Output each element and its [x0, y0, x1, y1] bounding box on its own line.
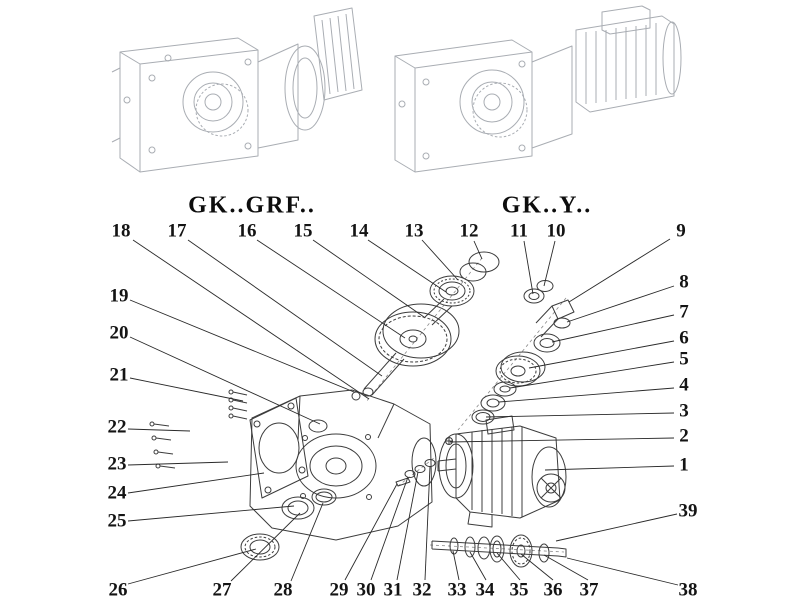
part-number-12: 12 [459, 220, 479, 242]
part-number-13: 13 [404, 220, 424, 242]
part-number-27: 27 [212, 579, 232, 600]
bolt-set-upper [228, 389, 248, 420]
leader-line-8 [566, 285, 675, 323]
part-number-30: 30 [356, 579, 376, 600]
leader-line-29 [344, 483, 398, 581]
output-shaft-assembly [431, 534, 567, 568]
axis-lines [365, 257, 567, 553]
part-number-6: 6 [679, 327, 689, 349]
leader-line-39 [555, 513, 678, 542]
bevel-pinion-set [471, 280, 575, 425]
part-number-25: 25 [107, 510, 127, 532]
leader-line-16 [256, 239, 406, 339]
input-gear-set [362, 251, 500, 397]
leader-line-32 [424, 465, 431, 581]
part-number-36: 36 [543, 579, 563, 600]
part-number-3: 3 [679, 400, 689, 422]
leader-line-28 [290, 502, 324, 582]
leader-line-27 [230, 512, 301, 582]
leader-line-15 [312, 239, 425, 318]
part-number-22: 22 [107, 416, 127, 438]
leader-line-33 [452, 550, 460, 581]
part-number-28: 28 [273, 579, 293, 600]
part-number-18: 18 [111, 220, 131, 242]
part-number-26: 26 [108, 579, 128, 600]
part-number-14: 14 [349, 220, 369, 242]
part-number-35: 35 [509, 579, 529, 600]
part-number-2: 2 [679, 425, 689, 447]
gearbox-drawing-grf [111, 7, 363, 173]
leader-line-20 [129, 336, 321, 425]
part-number-4: 4 [679, 374, 689, 396]
leader-line-4 [498, 387, 675, 403]
gearbox-drawing-y [394, 5, 682, 173]
leader-line-24 [127, 472, 265, 494]
part-number-29: 29 [329, 579, 349, 600]
leader-line-9 [568, 238, 671, 303]
part-number-33: 33 [447, 579, 467, 600]
leader-line-31 [396, 471, 419, 581]
leader-line-1 [544, 465, 675, 471]
part-number-20: 20 [109, 322, 129, 344]
leader-line-11 [523, 240, 534, 295]
motor [437, 415, 567, 528]
part-number-7: 7 [679, 301, 689, 323]
leader-line-19 [129, 299, 355, 393]
gear-housing [249, 389, 437, 541]
leader-line-17 [187, 239, 383, 377]
leader-line-35 [496, 552, 521, 581]
part-number-23: 23 [107, 453, 127, 475]
leader-line-36 [520, 553, 554, 581]
leader-lines [127, 238, 679, 586]
leader-line-6 [528, 340, 675, 369]
leader-line-12 [473, 240, 483, 260]
leader-line-25 [127, 505, 295, 522]
leader-line-14 [367, 239, 447, 293]
part-number-9: 9 [676, 220, 686, 242]
leader-line-7 [551, 314, 675, 343]
leader-line-34 [469, 551, 487, 581]
model-label-y: GK..Y.. [501, 192, 593, 219]
leader-line-37 [543, 554, 589, 581]
leader-line-21 [129, 377, 244, 402]
key-and-spacer-set [395, 459, 436, 487]
leader-line-10 [543, 240, 556, 287]
part-number-5: 5 [679, 348, 689, 370]
part-number-11: 11 [510, 220, 528, 242]
leader-line-23 [127, 461, 229, 466]
leader-line-26 [127, 548, 257, 585]
leader-line-30 [370, 476, 409, 581]
leader-line-38 [566, 557, 679, 586]
leader-line-22 [127, 428, 191, 432]
ring-gear-and-seals [240, 488, 337, 561]
part-number-1: 1 [679, 454, 689, 476]
exploded-view-drawing [127, 238, 679, 586]
part-number-31: 31 [383, 579, 403, 600]
part-number-15: 15 [293, 220, 313, 242]
leader-line-2 [449, 437, 675, 443]
model-label-grf: GK..GRF.. [188, 192, 316, 219]
part-number-17: 17 [167, 220, 187, 242]
part-number-34: 34 [475, 579, 495, 600]
part-number-38: 38 [678, 579, 698, 600]
leader-line-5 [509, 361, 675, 389]
part-number-21: 21 [109, 364, 129, 386]
part-number-24: 24 [107, 482, 127, 504]
part-number-19: 19 [109, 285, 129, 307]
leader-line-18 [132, 239, 370, 400]
part-number-10: 10 [546, 220, 566, 242]
part-number-37: 37 [579, 579, 599, 600]
part-number-32: 32 [412, 579, 432, 600]
part-number-16: 16 [237, 220, 257, 242]
flange-plate [249, 397, 309, 499]
part-number-8: 8 [679, 271, 689, 293]
breather-plug [445, 437, 453, 445]
leader-line-3 [485, 412, 675, 418]
leader-line-13 [421, 239, 459, 281]
bolt-set-left [149, 421, 176, 469]
part-number-39: 39 [678, 500, 698, 522]
